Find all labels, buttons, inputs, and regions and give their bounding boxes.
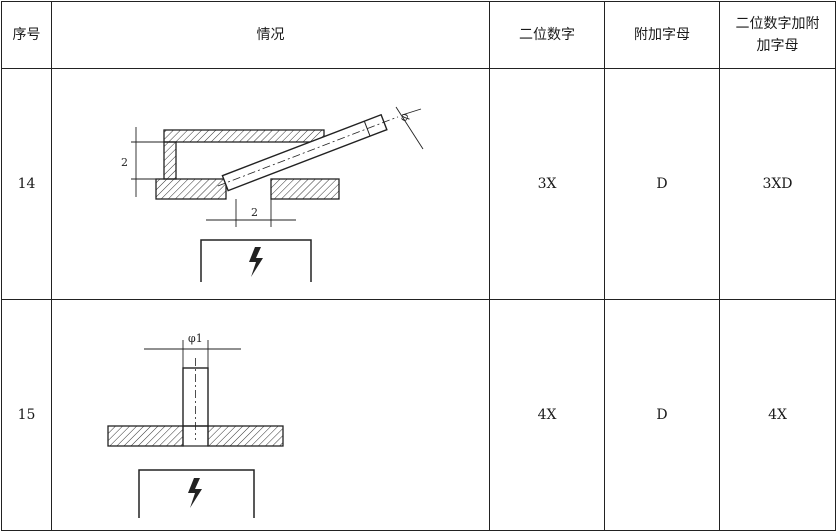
plate-right bbox=[206, 424, 284, 447]
enclosure-left-wall bbox=[162, 140, 177, 180]
dim-line bbox=[395, 106, 423, 149]
header-letter: 附加字母 bbox=[604, 1, 720, 69]
bottom-wall-right bbox=[269, 177, 340, 200]
two-digit-value: 4X bbox=[489, 299, 605, 531]
figure-15: φ1 bbox=[106, 332, 284, 518]
dim-dia-label: φ bbox=[396, 111, 411, 123]
table-row: 15 φ1 bbox=[1, 299, 836, 531]
bottom-wall-left bbox=[154, 177, 227, 200]
row-number: 15 bbox=[1, 299, 52, 531]
probe-rod bbox=[217, 113, 398, 192]
dim-line bbox=[401, 108, 421, 115]
header-situation: 情况 bbox=[51, 1, 490, 69]
plate-opening bbox=[181, 424, 209, 447]
combined-value: 3XD bbox=[719, 68, 836, 300]
live-part bbox=[199, 238, 312, 282]
plate-left bbox=[106, 424, 184, 447]
enclosure-top-wall bbox=[162, 128, 325, 143]
table-row: 14 bbox=[1, 68, 836, 300]
two-digit-value: 3X bbox=[489, 68, 605, 300]
figure-14: φ 2 2 bbox=[121, 106, 423, 282]
header-two-digit-letter-text: 二位数字加附加字母 bbox=[735, 16, 820, 54]
letter-value: D bbox=[604, 68, 720, 300]
live-part bbox=[137, 468, 255, 518]
combined-value: 4X bbox=[719, 299, 836, 531]
dim-gap-label: 2 bbox=[121, 156, 128, 169]
header-two-digit-letter: 二位数字加附加字母 bbox=[719, 1, 836, 69]
letter-value: D bbox=[604, 299, 720, 531]
voltage-symbol-icon bbox=[187, 477, 202, 508]
figure-cell: φ1 bbox=[51, 299, 490, 531]
voltage-symbol-icon bbox=[248, 246, 263, 277]
dim-opening-label: 2 bbox=[251, 206, 258, 219]
header-row: 序号 情况 二位数字 附加字母 二位数字加附加字母 bbox=[1, 1, 836, 69]
row-number: 14 bbox=[1, 68, 52, 300]
header-no: 序号 bbox=[1, 1, 52, 69]
dim-dia-label: φ1 bbox=[188, 332, 203, 345]
figure-cell: φ 2 2 bbox=[51, 68, 490, 300]
header-two-digit: 二位数字 bbox=[489, 1, 605, 69]
